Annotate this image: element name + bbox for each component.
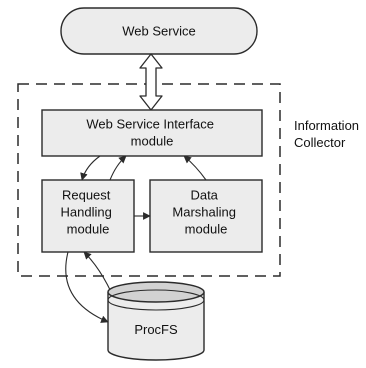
- information-collector-label: Information Collector: [294, 118, 363, 150]
- arrow-request-handling-to-interface: [109, 155, 127, 181]
- data-marshaling-label: Data Marshaling module: [172, 188, 239, 237]
- procfs-cylinder-rim: [107, 289, 205, 311]
- request-handling-line-1: Request: [62, 188, 111, 203]
- web-service-interface-module: [41, 109, 263, 157]
- data-marshaling-line-1: Data: [190, 188, 218, 203]
- information-collector-line-1: Information: [294, 118, 359, 133]
- request-handling-line-2: Handling: [61, 205, 112, 220]
- request-handling-label: Request Handling module: [61, 188, 116, 237]
- data-marshaling-line-2: Marshaling: [172, 205, 236, 220]
- web-service-connector: [139, 53, 163, 111]
- procfs-storage: [107, 281, 205, 361]
- web-service-node: [60, 7, 258, 55]
- arrow-marshaling-to-interface: [183, 155, 207, 181]
- request-handling-line-3: module: [67, 222, 110, 237]
- request-handling-module: [41, 179, 135, 253]
- web-service-label: Web Service: [122, 24, 195, 39]
- arrow-interface-to-request-handling: [80, 155, 101, 181]
- interface-module-label: Web Service Interface module: [86, 117, 217, 149]
- arrow-request-handling-to-procfs: [65, 251, 109, 323]
- procfs-cylinder-top: [107, 281, 205, 303]
- data-marshaling-line-3: module: [185, 222, 228, 237]
- information-collector-line-2: Collector: [294, 135, 346, 150]
- interface-module-line-1: Web Service Interface: [86, 117, 214, 132]
- procfs-label: ProcFS: [134, 322, 178, 337]
- interface-module-line-2: module: [131, 134, 174, 149]
- data-marshaling-module: [149, 179, 263, 253]
